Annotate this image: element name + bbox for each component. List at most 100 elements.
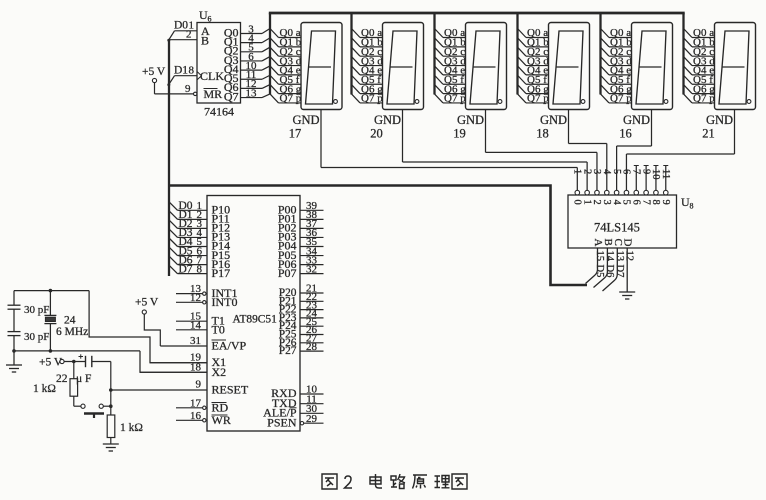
svg-text:GND: GND [540,113,567,127]
svg-text:Q0: Q0 [224,25,239,39]
svg-text:Q1: Q1 [361,37,374,49]
svg-text:Q5: Q5 [361,74,375,86]
svg-text:D5: D5 [594,265,605,278]
svg-text:CLK: CLK [200,69,224,83]
svg-text:Q4: Q4 [224,62,239,76]
svg-text:Q2: Q2 [444,46,457,58]
svg-text:P16: P16 [212,257,231,271]
svg-text:8: 8 [650,200,661,205]
svg-text:+5 V: +5 V [135,297,159,309]
svg-text:P22: P22 [279,304,297,316]
svg-text:Q3: Q3 [610,55,624,67]
svg-text:Q2: Q2 [280,46,293,58]
svg-text:d: d [296,55,302,67]
svg-text:32: 32 [306,263,317,275]
svg-text:P14: P14 [212,239,231,253]
svg-text:P03: P03 [278,230,297,244]
svg-text:g: g [460,83,466,95]
svg-text:+5 V: +5 V [39,357,63,369]
svg-text:4: 4 [197,227,203,239]
svg-text:4: 4 [248,32,254,44]
svg-text:EA/VP: EA/VP [212,339,247,353]
svg-text:Q5: Q5 [527,74,541,86]
svg-text:f: f [377,74,381,86]
svg-text:c: c [296,46,301,58]
svg-text:+5 V: +5 V [142,66,166,78]
svg-text:GND: GND [623,113,650,127]
svg-text:Q2: Q2 [693,46,706,58]
svg-text:Q1: Q1 [224,34,239,48]
svg-text:Q6: Q6 [280,83,294,95]
svg-text:21: 21 [306,283,317,295]
svg-text:Q5: Q5 [693,74,707,86]
svg-text:Q7: Q7 [527,93,541,105]
svg-text:Q4: Q4 [610,65,624,77]
svg-text:12: 12 [624,251,635,262]
svg-text:P17: P17 [212,266,231,280]
svg-text:b: b [296,37,302,49]
svg-text:Q3: Q3 [527,55,541,67]
svg-text:GND: GND [706,113,733,127]
svg-text:g: g [626,83,632,95]
svg-text:Q5: Q5 [280,74,294,86]
svg-text:P06: P06 [278,257,297,271]
svg-text:D6: D6 [604,265,615,278]
svg-text:d: d [626,55,632,67]
svg-text:1: 1 [197,200,203,212]
svg-text:Q0: Q0 [361,27,375,39]
svg-text:1 kΩ: 1 kΩ [120,422,143,434]
svg-text:4: 4 [601,169,612,175]
svg-text:P21: P21 [279,295,297,307]
svg-text:P00: P00 [278,203,297,217]
svg-text:11: 11 [246,69,257,81]
svg-text:18: 18 [190,361,202,373]
svg-text:f: f [296,74,300,86]
svg-text:P26: P26 [279,337,297,349]
svg-text:Q1: Q1 [693,37,706,49]
svg-text:Q2: Q2 [610,46,623,58]
svg-text:16: 16 [619,127,632,141]
svg-text:Q7: Q7 [280,93,294,105]
svg-text:c: c [543,46,548,58]
svg-text:10: 10 [246,60,258,72]
svg-text:D2: D2 [179,218,193,230]
svg-text:8: 8 [690,202,694,211]
svg-text:f: f [460,74,464,86]
svg-text:Q7: Q7 [224,89,239,103]
svg-text:d: d [709,55,715,67]
svg-text:f: f [543,74,547,86]
svg-text:a: a [626,27,631,39]
svg-text:INT0: INT0 [212,295,238,309]
svg-text:GND: GND [457,113,484,127]
svg-text:Q1: Q1 [610,37,623,49]
svg-text:27: 27 [306,333,318,345]
svg-text:Q4: Q4 [693,65,707,77]
svg-text:D1: D1 [179,209,193,221]
svg-text:22: 22 [56,373,68,385]
svg-text:WR: WR [212,413,231,427]
svg-text:d: d [460,55,466,67]
svg-text:INT1: INT1 [212,286,238,300]
svg-text:0: 0 [572,200,583,205]
svg-text:Q3: Q3 [444,55,458,67]
svg-text:X1: X1 [212,355,227,369]
svg-text:28: 28 [306,341,318,353]
svg-text:Q0: Q0 [444,27,458,39]
svg-text:c: c [709,46,714,58]
svg-text:18: 18 [536,127,549,141]
svg-text:Q6: Q6 [224,80,239,94]
svg-text:6: 6 [621,169,632,174]
svg-text:b: b [709,37,715,49]
svg-text:6: 6 [197,245,203,257]
svg-text:p: p [296,93,302,105]
svg-text:15: 15 [190,311,202,323]
svg-text:d: d [543,55,549,67]
svg-text:c: c [377,46,382,58]
svg-text:Q7: Q7 [444,93,458,105]
svg-text:a: a [296,27,301,39]
svg-text:4: 4 [611,200,622,206]
svg-text:15: 15 [594,251,605,262]
svg-text:Q7: Q7 [361,93,375,105]
svg-text:D0: D0 [179,200,193,212]
svg-text:23: 23 [306,299,318,311]
